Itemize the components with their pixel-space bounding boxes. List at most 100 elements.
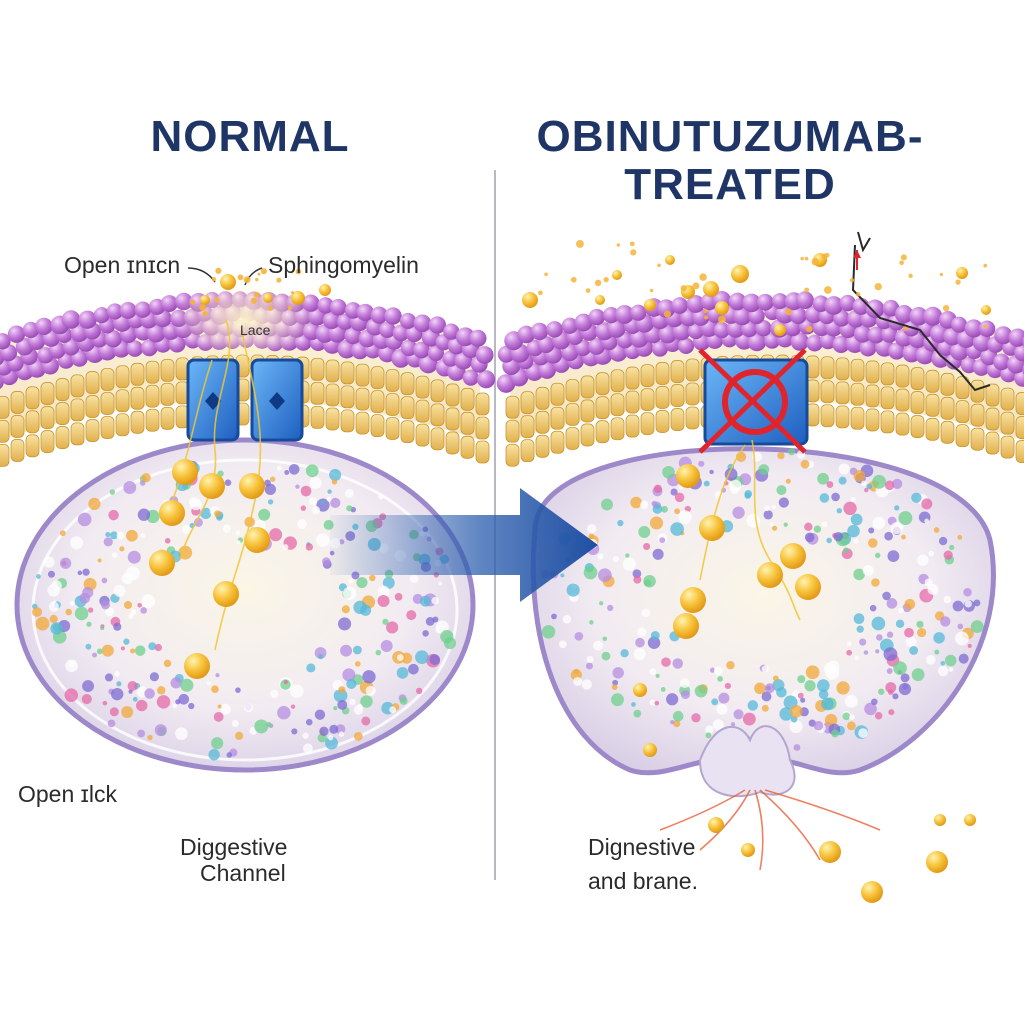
lipid-tail — [671, 385, 684, 407]
cytoplasm-particle — [126, 530, 138, 542]
lipid-head — [979, 320, 996, 337]
cytoplasm-particle — [136, 700, 147, 711]
cytoplasm-particle — [842, 712, 850, 720]
lipid-tail — [971, 380, 984, 402]
lipid-tail — [821, 357, 834, 379]
cytoplasm-particle — [938, 666, 948, 676]
left-caption-line2: Channel — [200, 860, 286, 887]
lipid-tail — [146, 361, 159, 383]
cytoplasm-particle — [49, 602, 59, 612]
lipid-tail — [371, 415, 384, 437]
lipid-head — [630, 305, 646, 321]
cytoplasm-particle — [704, 481, 710, 487]
cytoplasm-particle — [426, 617, 435, 626]
cytoplasm-particle — [188, 703, 194, 709]
cytoplasm-particle — [764, 510, 773, 519]
cytoplasm-particle — [214, 510, 221, 517]
cytoplasm-particle — [110, 489, 115, 494]
cytoplasm-particle — [878, 689, 884, 695]
cytoplasm-particle — [180, 679, 193, 692]
ion-spray — [704, 315, 708, 319]
cytoplasm-particle — [806, 665, 820, 679]
cytoplasm-particle — [659, 537, 665, 543]
cytoplasm-particle — [270, 476, 275, 481]
lipid-tail — [656, 362, 669, 384]
lipid-tail — [0, 396, 9, 418]
cytoplasm-particle — [698, 461, 704, 467]
cytoplasm-particle — [397, 654, 404, 661]
cytoplasm-particle — [438, 582, 442, 586]
lipid-tail — [926, 394, 939, 416]
cytoplasm-particle — [661, 657, 671, 667]
ion-spray — [261, 268, 267, 274]
lipid-head — [8, 325, 25, 342]
cytoplasm-particle — [346, 505, 352, 511]
right-panel-title-line2: TREATED — [560, 160, 900, 210]
lipid-tail — [536, 387, 549, 409]
lipid-tail — [866, 409, 879, 431]
cytoplasm-particle — [804, 523, 812, 531]
ion-particle — [200, 295, 210, 305]
ion-particle — [981, 305, 991, 315]
lipid-head — [671, 297, 688, 314]
cytoplasm-particle — [894, 505, 899, 510]
lipid-tail — [146, 385, 159, 407]
cytoplasm-particle — [397, 667, 409, 679]
cytoplasm-particle — [661, 687, 666, 692]
cytoplasm-particle — [157, 695, 170, 708]
cytoplasm-particle — [338, 686, 345, 693]
cytoplasm-particle — [953, 601, 964, 612]
cytoplasm-particle — [814, 721, 823, 730]
cytoplasm-particle — [746, 514, 760, 528]
cytoplasm-particle — [901, 673, 910, 682]
cytoplasm-particle — [574, 632, 583, 641]
cytoplasm-particle — [105, 532, 110, 537]
cytoplasm-particle — [560, 573, 564, 577]
cytoplasm-particle — [798, 693, 804, 699]
ion-particle — [172, 459, 198, 485]
cytoplasm-particle — [121, 706, 133, 718]
ion-spray — [268, 306, 273, 311]
cytoplasm-particle — [173, 704, 178, 709]
lipid-tail — [536, 411, 549, 433]
ion-particle — [774, 324, 786, 336]
cytoplasm-particle — [790, 705, 803, 718]
lipid-tail — [41, 383, 54, 405]
ion-spray — [595, 280, 602, 287]
lipid-tail — [941, 373, 954, 395]
cytoplasm-particle — [78, 571, 83, 576]
ion-particle — [665, 255, 675, 265]
ion-particle — [780, 543, 806, 569]
cytoplasm-particle — [681, 690, 690, 699]
cytoplasm-particle — [88, 498, 100, 510]
lipid-tail — [611, 370, 624, 392]
cytoplasm-particle — [121, 646, 125, 650]
cytoplasm-particle — [97, 558, 101, 562]
ion-particle — [934, 814, 946, 826]
cytoplasm-particle — [875, 649, 879, 653]
ion-spray — [238, 274, 244, 280]
cytoplasm-particle — [786, 479, 791, 484]
lipid-tail — [521, 392, 534, 414]
cytoplasm-particle — [164, 660, 171, 667]
lipid-tail — [986, 384, 999, 406]
cytoplasm-particle — [868, 527, 874, 533]
cytoplasm-particle — [123, 481, 136, 494]
cytoplasm-particle — [218, 704, 222, 708]
cytoplasm-particle — [214, 712, 224, 722]
cytoplasm-particle — [70, 601, 75, 606]
cytoplasm-particle — [651, 631, 660, 640]
cytoplasm-particle — [353, 646, 362, 655]
lipid-tail — [131, 387, 144, 409]
cytoplasm-particle — [86, 622, 91, 627]
cytoplasm-particle — [912, 668, 925, 681]
ion-spray — [190, 300, 195, 305]
cytoplasm-particle — [607, 605, 613, 611]
cytoplasm-particle — [868, 538, 877, 547]
cytoplasm-particle — [804, 680, 815, 691]
ion-spray — [215, 268, 221, 274]
cytoplasm-particle — [748, 700, 758, 710]
cytoplasm-particle — [322, 557, 331, 566]
cytoplasm-particle — [103, 701, 108, 706]
ion-particle — [159, 500, 185, 526]
